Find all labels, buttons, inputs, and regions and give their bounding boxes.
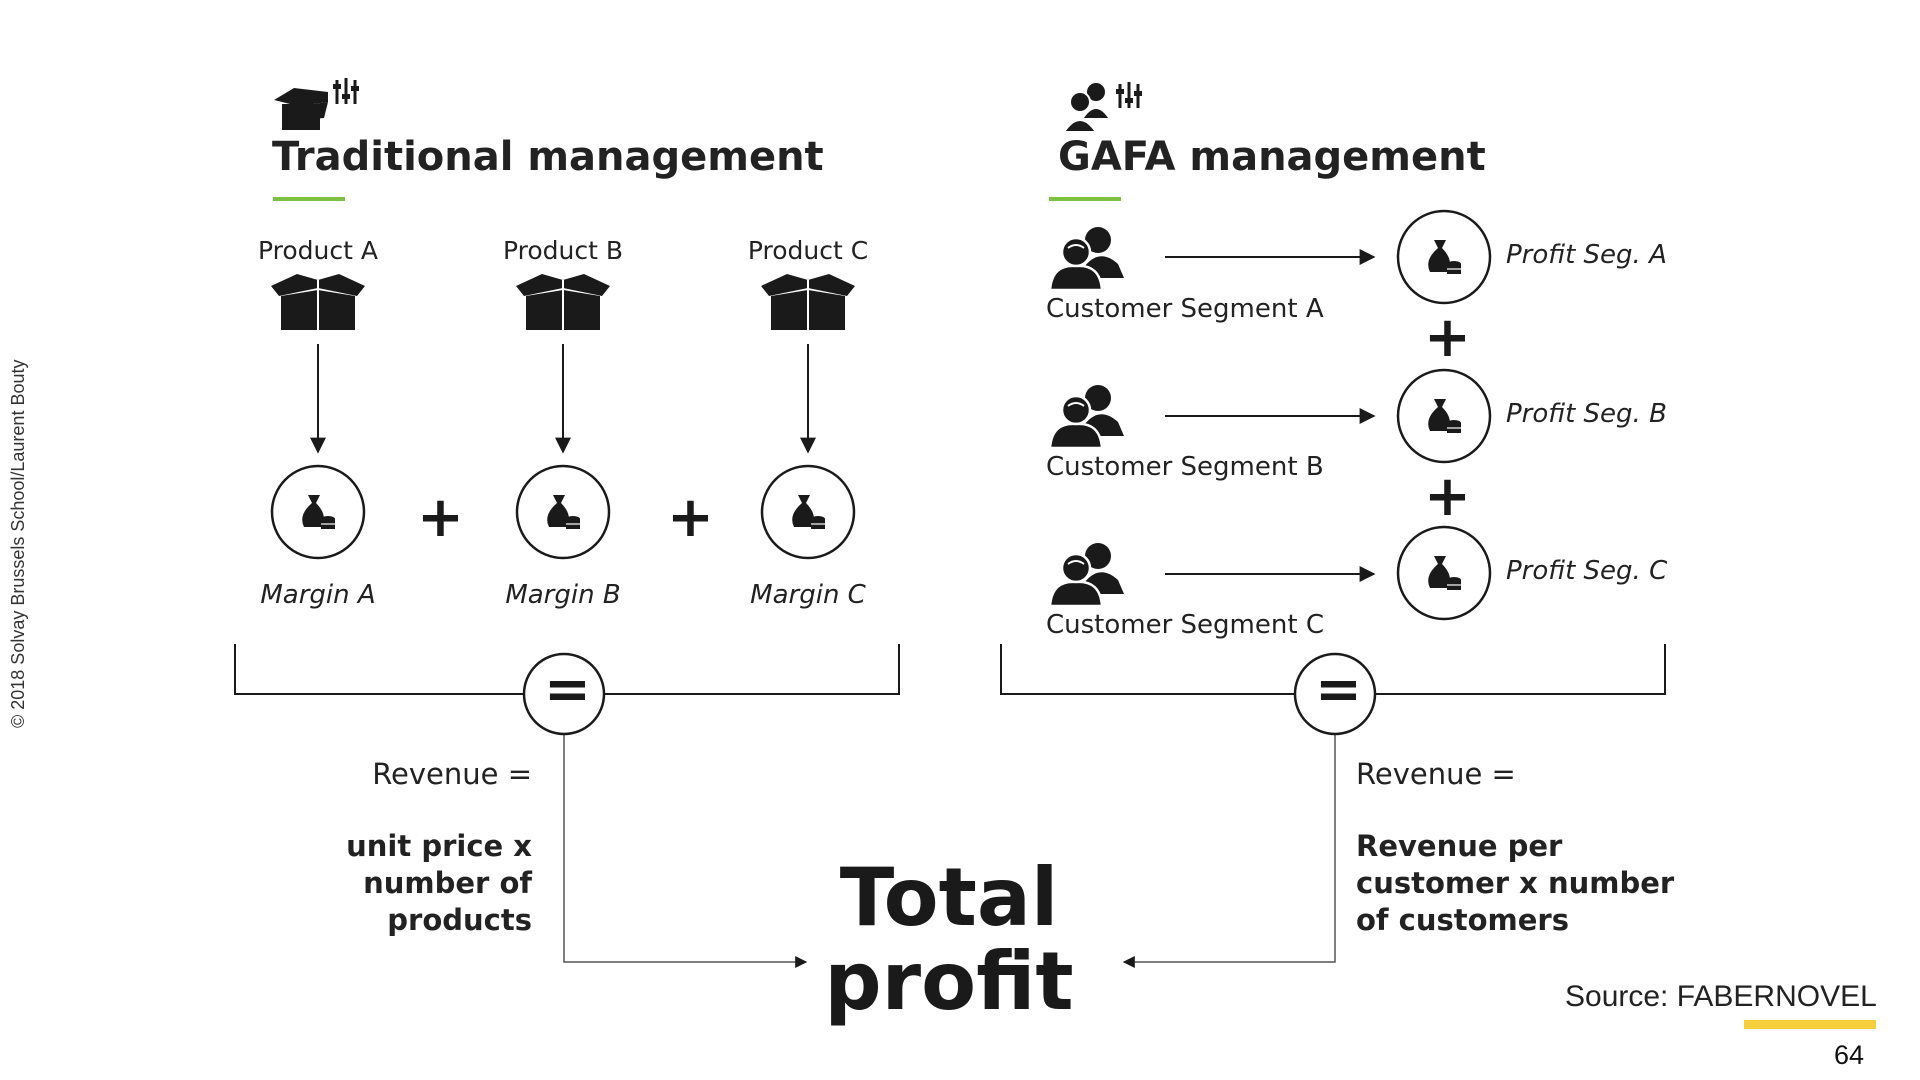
right-connector xyxy=(1122,734,1336,968)
money-bag-icon xyxy=(1428,240,1461,274)
margin-a-label: Margin A xyxy=(260,580,376,610)
source-name: FABERNOVEL xyxy=(1676,980,1877,1013)
box-icon xyxy=(761,274,855,330)
money-bag-icon xyxy=(1428,399,1461,433)
right-revenue-label: Revenue = xyxy=(1356,757,1516,791)
left-connector xyxy=(563,734,808,968)
customer-segment-a-label: Customer Segment A xyxy=(1046,294,1324,324)
customers-icon xyxy=(1048,227,1124,290)
source: Source: FABERNOVEL xyxy=(1565,980,1877,1014)
profit-seg-b-label: Profit Seg. B xyxy=(1506,399,1667,429)
customer-segment-b-label: Customer Segment B xyxy=(1046,452,1324,482)
customers-icon xyxy=(1048,543,1124,606)
product-b-label: Product B xyxy=(502,236,624,265)
equals-circle-left xyxy=(522,652,606,736)
customers-icon xyxy=(1048,385,1124,448)
plus-sign: + xyxy=(1424,464,1471,529)
source-label: Source: xyxy=(1565,980,1669,1013)
left-title-underline xyxy=(273,197,345,201)
money-bag-icon xyxy=(547,495,580,529)
money-bag-icon xyxy=(1428,556,1461,590)
profit-seg-c-label: Profit Seg. C xyxy=(1506,556,1668,586)
box-icon xyxy=(516,274,610,330)
money-bag-icon xyxy=(792,495,825,529)
profit-seg-a-label: Profit Seg. A xyxy=(1506,240,1667,270)
copyright: © 2018 Solvay Brussels School/Laurent Bo… xyxy=(8,359,28,728)
box-settings-icon xyxy=(274,78,359,130)
total-profit: Total profit xyxy=(824,851,1074,1028)
plus-sign: + xyxy=(667,485,714,550)
right-title-underline xyxy=(1049,197,1121,201)
customer-segment-c-label: Customer Segment C xyxy=(1046,610,1324,640)
product-c-label: Product C xyxy=(747,236,869,265)
left-revenue-formula: unit price x number of products xyxy=(346,829,532,937)
equals-sign-left: = xyxy=(544,657,591,722)
box-icon xyxy=(271,274,365,330)
margin-b-label: Margin B xyxy=(505,580,621,610)
equals-sign-right: = xyxy=(1315,657,1362,722)
right-revenue-formula: Revenue per customer x number of custome… xyxy=(1356,829,1675,937)
plus-sign: + xyxy=(1424,305,1471,370)
product-a-label: Product A xyxy=(258,236,378,265)
money-bag-icon xyxy=(302,495,335,529)
equals-circle-right xyxy=(1293,652,1377,736)
right-title: GAFA management xyxy=(1058,134,1486,180)
source-underline xyxy=(1744,1020,1876,1029)
page-number: 64 xyxy=(1834,1040,1865,1070)
plus-sign: + xyxy=(417,485,464,550)
margin-c-label: Margin C xyxy=(750,580,866,610)
left-revenue-label: Revenue = xyxy=(372,757,532,791)
people-settings-icon xyxy=(1062,82,1142,133)
left-title: Traditional management xyxy=(272,134,824,180)
